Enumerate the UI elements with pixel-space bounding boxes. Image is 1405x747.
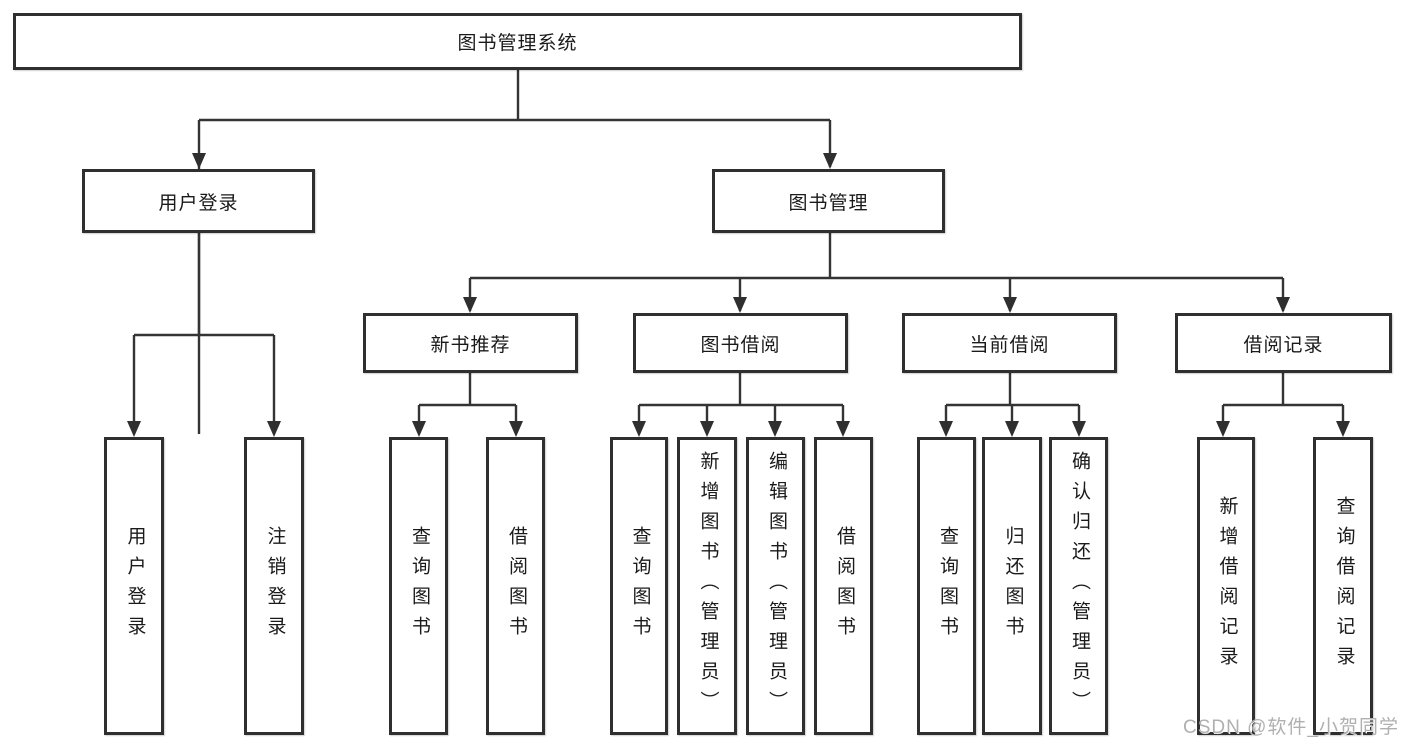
leaf-query-borrow-record: 查询借阅记录 [1313,437,1373,735]
leaf-query-books-current: 查询图书 [917,437,976,735]
leaf-add-borrow-record: 新增借阅记录 [1197,437,1255,735]
leaf-return-book: 归还图书 [982,437,1042,735]
node-borrow-record: 借阅记录 [1175,313,1392,373]
arrowheads [127,153,1350,437]
leaf-logout: 注销登录 [244,437,304,735]
leaf-borrow-books-recommend: 借阅图书 [486,437,545,735]
node-user-login-module: 用户登录 [82,169,315,233]
node-book-borrow: 图书借阅 [633,313,848,373]
leaf-confirm-return-admin: 确认归还（管理员） [1049,437,1108,735]
leaf-add-book-admin: 新增图书（管理员） [677,437,737,735]
node-book-management-module: 图书管理 [712,169,945,233]
node-new-book-recommend: 新书推荐 [363,313,578,373]
leaf-edit-book-admin: 编辑图书（管理员） [746,437,805,735]
leaf-borrow-book: 借阅图书 [814,437,873,735]
leaf-query-books-borrow: 查询图书 [610,437,668,735]
csdn-watermark: CSDN @软件_小贺同学 [1183,717,1399,738]
leaf-user-login: 用户登录 [104,437,164,735]
tree-edges [132,70,1345,434]
leaf-query-books-recommend: 查询图书 [389,437,448,735]
node-root-library-system: 图书管理系统 [13,13,1022,70]
node-current-borrow: 当前借阅 [902,313,1117,373]
